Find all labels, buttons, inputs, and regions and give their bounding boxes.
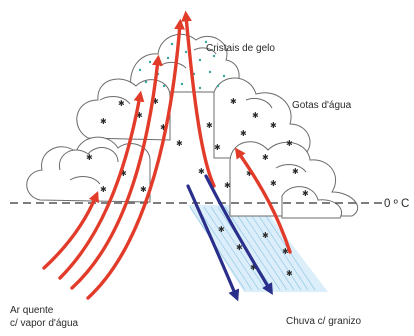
- svg-text:✱: ✱: [252, 111, 259, 120]
- label-water-drops: Gotas d'água: [292, 100, 352, 111]
- svg-text:✱: ✱: [214, 143, 221, 152]
- svg-text:✱: ✱: [236, 243, 243, 252]
- svg-text:✱: ✱: [118, 99, 125, 108]
- updraft-arrow-5: [234, 147, 292, 254]
- downdraft-arrow-2: [204, 174, 273, 295]
- svg-text:✱: ✱: [152, 97, 159, 106]
- svg-text:✱: ✱: [198, 167, 205, 176]
- svg-text:✱: ✱: [224, 181, 231, 190]
- label-ice-crystals: Cristais de gelo: [206, 43, 275, 54]
- svg-text:✱: ✱: [120, 169, 127, 178]
- svg-text:✱: ✱: [292, 167, 299, 176]
- updraft-arrow-2: [70, 54, 163, 290]
- svg-text:✱: ✱: [270, 121, 277, 130]
- svg-text:✱: ✱: [286, 269, 293, 278]
- svg-text:✱: ✱: [86, 153, 93, 162]
- label-warm-air-line1: Ar quente: [10, 305, 54, 316]
- svg-text:✱: ✱: [206, 121, 213, 130]
- svg-text:✱: ✱: [262, 231, 269, 240]
- ice-crystals: [138, 40, 226, 90]
- svg-text:✱: ✱: [100, 117, 107, 126]
- svg-text:✱: ✱: [136, 111, 143, 120]
- water-droplets: ✱ ✱ ✱ ✱ ✱ ✱ ✱ ✱ ✱ ✱ ✱ ✱ ✱ ✱ ✱ ✱ ✱ ✱ ✱ ✱ ✱ ✱ ✱ ✱ ✱ ✱ ✱…: [86, 97, 309, 278]
- svg-text:✱: ✱: [282, 247, 289, 256]
- svg-text:✱: ✱: [240, 129, 247, 138]
- svg-text:✱: ✱: [100, 185, 107, 194]
- svg-text:✱: ✱: [140, 185, 147, 194]
- svg-text:✱: ✱: [160, 123, 167, 132]
- svg-text:✱: ✱: [218, 225, 225, 234]
- svg-text:✱: ✱: [176, 139, 183, 148]
- svg-text:✱: ✱: [262, 153, 269, 162]
- svg-text:✱: ✱: [302, 189, 309, 198]
- label-warm-air-line2: c/ vapor d'água: [10, 318, 79, 329]
- updraft-arrow-6: [42, 190, 99, 270]
- svg-text:✱: ✱: [270, 179, 277, 188]
- label-rain-hail: Chuva c/ granizo: [286, 316, 361, 327]
- updraft-arrows: [42, 10, 292, 300]
- updraft-arrow-4: [181, 10, 216, 188]
- label-freezing-level: 0 º C: [384, 198, 409, 210]
- downdraft-arrows: [186, 174, 273, 302]
- svg-text:✱: ✱: [246, 169, 253, 178]
- cumulonimbus-cloud: [26, 33, 359, 219]
- svg-text:✱: ✱: [250, 263, 257, 272]
- updraft-arrow-1: [58, 90, 145, 280]
- svg-text:✱: ✱: [286, 139, 293, 148]
- downdraft-arrow-1: [186, 184, 240, 302]
- svg-text:✱: ✱: [230, 97, 237, 106]
- updraft-arrow-3: [86, 18, 185, 300]
